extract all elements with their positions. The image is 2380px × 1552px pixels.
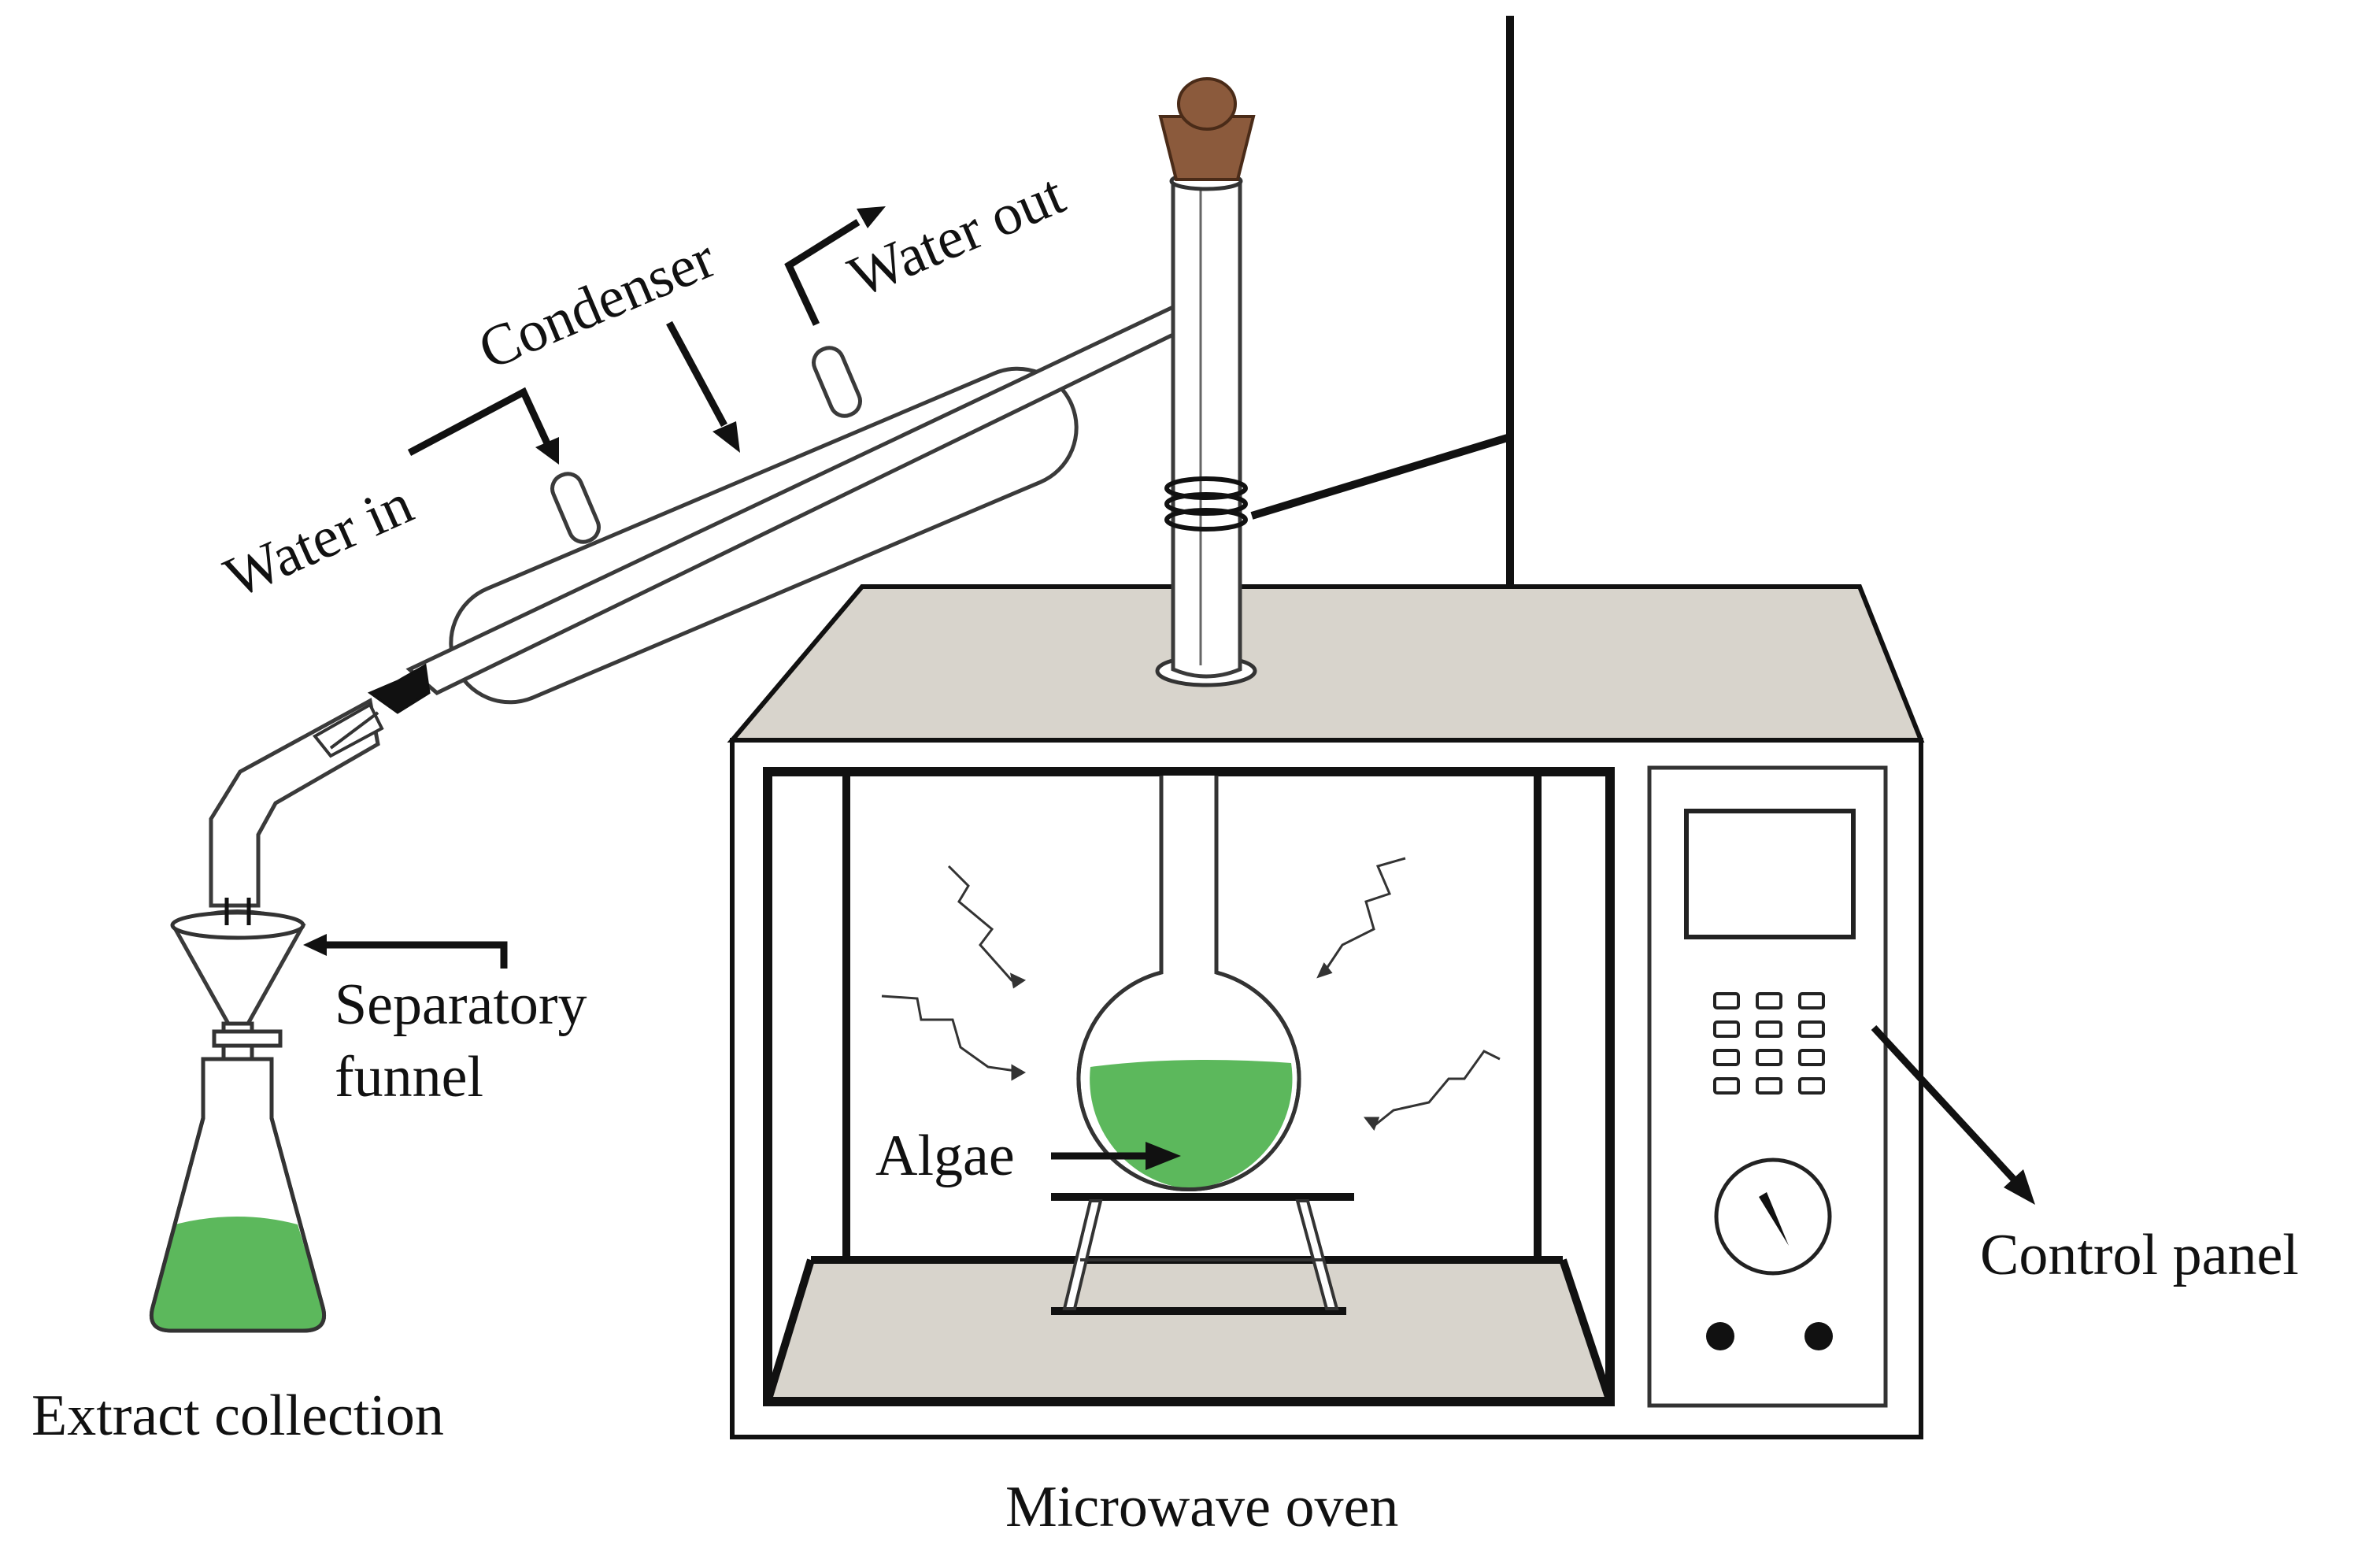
microwave-oven-label: Microwave oven [1005, 1475, 1398, 1539]
collection-flask [150, 1057, 326, 1333]
algae-label: Algae [875, 1124, 1015, 1188]
control-button-left [1706, 1322, 1734, 1350]
microwave-radiation-icon [881, 857, 1501, 1132]
display-screen [1684, 809, 1856, 939]
microwave-oven [727, 584, 1925, 1439]
condenser-joint [367, 663, 431, 714]
retort-stand [1250, 16, 1514, 587]
oven-cavity [763, 767, 1615, 1406]
control-panel [1647, 765, 1888, 1408]
flask-stand [1051, 1193, 1354, 1315]
extract-liquid [151, 1217, 324, 1331]
control-button-right [1804, 1322, 1833, 1350]
separatory-funnel [170, 898, 306, 1073]
extract-collection-label: Extract collection [31, 1383, 444, 1448]
separatory-funnel-label-line1: Separatory [335, 972, 587, 1037]
cork-stopper [1158, 77, 1256, 181]
keypad [1713, 992, 1825, 1095]
adapter-tube [209, 698, 384, 908]
oven-floor [768, 1260, 1610, 1402]
clamp-coil [1164, 476, 1248, 532]
condenser [367, 304, 1175, 714]
control-panel-label: Control panel [1980, 1223, 2299, 1287]
label-arrows [303, 206, 2035, 1205]
oven-top [727, 584, 1925, 743]
water-in-label: Water in [216, 472, 423, 611]
separatory-funnel-label-line2: funnel [335, 1045, 483, 1109]
vertical-column [1155, 77, 1257, 687]
timer-dial-icon [1714, 1158, 1832, 1276]
water-out-label: Water out [840, 162, 1074, 310]
